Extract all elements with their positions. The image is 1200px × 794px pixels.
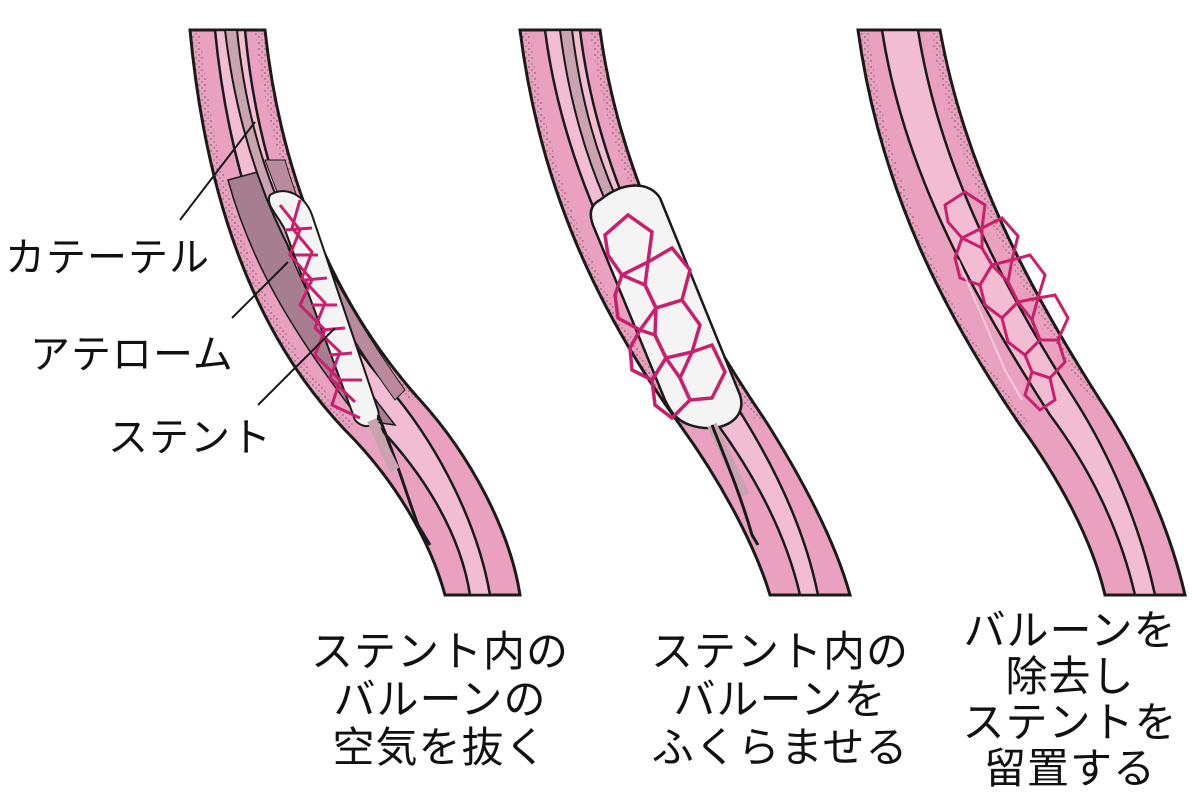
inflated-balloon	[589, 184, 743, 430]
panel-2-caption-line: ふくらませる	[651, 723, 909, 772]
panel-3-caption-line: 除去し	[1005, 652, 1135, 701]
panel-1-vessel	[179, 28, 522, 597]
panel-2-caption: ステント内の バルーンを ふくらませる	[630, 628, 930, 772]
stent-label: ステント	[108, 415, 272, 461]
panel-3-caption-line: ステントを	[962, 698, 1178, 747]
catheter-label: カテーテル	[5, 235, 210, 281]
panel-2-caption-line: ステント内の	[650, 627, 909, 676]
panel-2-vessel	[518, 28, 852, 597]
panel-3-vessel	[856, 28, 1187, 597]
stent-expanded	[603, 212, 727, 421]
stent-placed-shadow	[957, 259, 1023, 401]
panel-3-caption-line: 留置する	[983, 744, 1156, 793]
catheter-pointer	[179, 121, 256, 221]
atheroma-label: アテローム	[30, 332, 234, 378]
panel-1-caption-line: バルーンの	[333, 675, 547, 724]
panel-3-caption-line: バルーンを	[963, 606, 1177, 655]
panel-2-caption-line: バルーンを	[673, 675, 887, 724]
panel-3-caption: バルーンを 除去し ステントを 留置する	[945, 608, 1195, 792]
guide-wire	[376, 414, 432, 546]
stent-placed	[943, 190, 1070, 412]
atheroma-pointer	[231, 261, 289, 319]
stent-collapsed	[278, 199, 362, 420]
stent-pointer	[257, 327, 336, 406]
panel-1-caption-line: ステント内の	[310, 627, 569, 676]
panel-1-caption: ステント内の バルーンの 空気を抜く	[290, 628, 590, 772]
panel-1-caption-line: 空気を抜く	[332, 723, 548, 772]
